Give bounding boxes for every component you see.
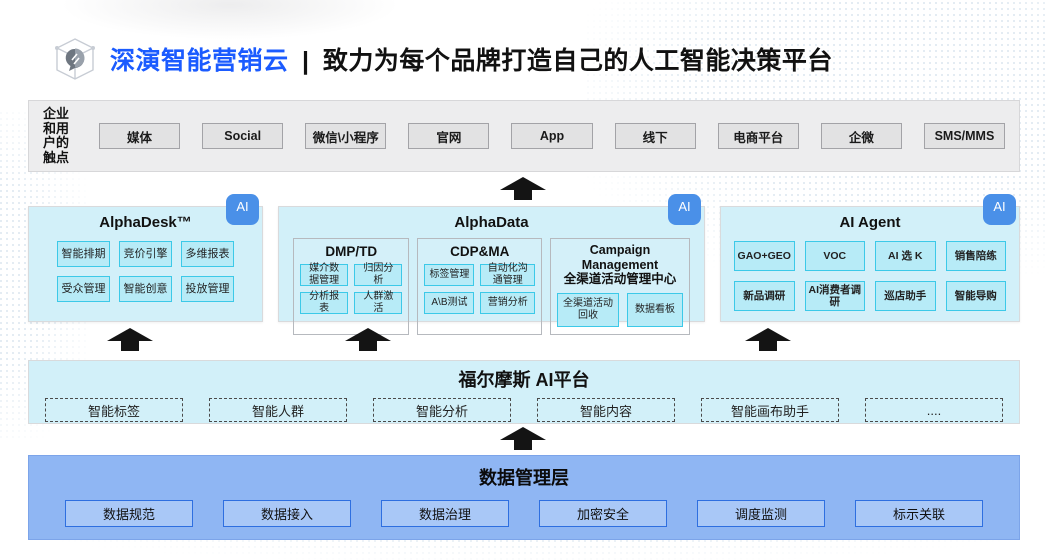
panel-title: AlphaData — [454, 214, 529, 231]
feature-box: 营销分析 — [480, 292, 535, 314]
touchpoint-box: 线下 — [614, 123, 696, 149]
title-separator: | — [301, 47, 310, 75]
up-arrow — [745, 328, 791, 351]
touchpoint-box: 企微 — [820, 123, 902, 149]
up-arrow — [500, 177, 546, 200]
touchpoint-box: 官网 — [408, 123, 490, 149]
feature-box: 智能排期 — [57, 241, 110, 267]
touchpoint-box: 电商平台 — [717, 123, 799, 149]
data-box: 数据治理 — [381, 500, 509, 527]
capability-box: 智能画布助手 — [701, 398, 839, 422]
capability-box: 智能内容 — [537, 398, 675, 422]
feature-box: 多维报表 — [181, 241, 234, 267]
feature-box: GAO+GEO — [734, 241, 795, 271]
feature-box: 标签管理 — [424, 264, 475, 286]
ai-agent-grid: GAO+GEO VOC AI 选 K 销售陪练 新品调研 AI消费者调研 巡店助… — [721, 231, 1019, 311]
feature-box: 受众管理 — [57, 276, 110, 302]
feature-box: AI消费者调研 — [804, 281, 865, 311]
touchpoints-row: 媒体 Social 微信\小程序 官网 App 线下 电商平台 企微 SMS/M… — [87, 123, 1019, 149]
panel-alphadesk: AI AlphaDesk™ 智能排期 竞价引擎 多维报表 受众管理 智能创意 投… — [28, 194, 263, 322]
feature-box: 人群激活 — [354, 291, 403, 314]
feature-box: VOC — [804, 241, 865, 271]
feature-box: 归因分析 — [354, 263, 403, 286]
page-title: 深演智能营销云 | 致力为每个品牌打造自己的人工智能决策平台 — [110, 41, 833, 77]
feature-box: AI 选 K — [875, 241, 936, 271]
ai-badge: AI — [668, 194, 701, 225]
feature-box: 投放管理 — [181, 276, 234, 302]
feature-box: 分析报表 — [300, 291, 349, 314]
feature-box: 数据看板 — [627, 292, 683, 327]
platform-panels: AI AlphaDesk™ 智能排期 竞价引擎 多维报表 受众管理 智能创意 投… — [28, 194, 1020, 335]
holmes-ai-platform-panel: 福尔摩斯 AI平台 智能标签 智能人群 智能分析 智能内容 智能画布助手 ...… — [28, 360, 1020, 424]
touchpoint-box: Social — [202, 123, 284, 149]
panel-title: AI Agent — [839, 214, 901, 231]
feature-box: 全渠道活动回收 — [557, 292, 619, 327]
subgroup-title: Campaign Management 全渠道活动管理中心 — [563, 243, 677, 286]
header: 深演智能营销云 | 致力为每个品牌打造自己的人工智能决策平台 — [52, 36, 833, 82]
up-arrow — [345, 328, 391, 351]
ai-badge: AI — [983, 194, 1016, 225]
up-arrow — [107, 328, 153, 351]
background-haze — [60, 0, 400, 40]
data-box: 标示关联 — [855, 500, 983, 527]
data-box: 调度监测 — [697, 500, 825, 527]
holmes-title: 福尔摩斯 AI平台 — [458, 370, 590, 390]
feature-box: 自动化沟通管理 — [480, 263, 535, 286]
panel-alphadata: AI AlphaData DMP/TD 媒介数据管理 归因分析 分析报表 人群激… — [278, 194, 705, 335]
touchpoints-label: 企业 和用 户的 触点 — [43, 106, 70, 165]
up-arrow — [500, 427, 546, 450]
feature-box: 销售陪练 — [945, 241, 1006, 271]
mid-arrows-row — [0, 328, 1048, 354]
touchpoint-box: 微信\小程序 — [305, 123, 387, 149]
ai-badge: AI — [226, 194, 259, 225]
subgroup-campaign-management: Campaign Management 全渠道活动管理中心 全渠道活动回收 数据… — [550, 238, 690, 335]
data-management-panel: 数据管理层 数据规范 数据接入 数据治理 加密安全 调度监测 标示关联 — [28, 455, 1020, 540]
brand-cube-logo-icon — [55, 38, 95, 80]
subgroup-title: DMP/TD — [325, 244, 378, 259]
feature-box: 媒介数据管理 — [300, 263, 349, 286]
capability-box: 智能人群 — [209, 398, 347, 422]
data-box: 数据接入 — [223, 500, 351, 527]
alphadata-groups: DMP/TD 媒介数据管理 归因分析 分析报表 人群激活 CDP&MA 标签管理… — [279, 231, 704, 335]
touchpoint-box: 媒体 — [99, 123, 181, 149]
feature-box: 竞价引擎 — [119, 241, 172, 267]
alphadesk-feature-grid: 智能排期 竞价引擎 多维报表 受众管理 智能创意 投放管理 — [29, 231, 262, 302]
data-management-title: 数据管理层 — [479, 468, 569, 488]
capability-box: .... — [865, 398, 1003, 422]
touchpoint-box: SMS/MMS — [923, 123, 1005, 149]
subgroup-cdp-ma: CDP&MA 标签管理 自动化沟通管理 A\B测试 营销分析 — [417, 238, 542, 335]
feature-box: A\B测试 — [424, 292, 475, 314]
subgroup-dmp-td: DMP/TD 媒介数据管理 归因分析 分析报表 人群激活 — [293, 238, 410, 335]
data-box: 加密安全 — [539, 500, 667, 527]
feature-box: 新品调研 — [734, 281, 795, 311]
data-box: 数据规范 — [65, 500, 193, 527]
holmes-capability-row: 智能标签 智能人群 智能分析 智能内容 智能画布助手 .... — [29, 392, 1019, 422]
brand-name: 深演智能营销云 — [110, 47, 289, 75]
subgroup-title: CDP&MA — [450, 244, 510, 259]
feature-box: 巡店助手 — [875, 281, 936, 311]
panel-ai-agent: AI AI Agent GAO+GEO VOC AI 选 K 销售陪练 新品调研… — [720, 194, 1020, 322]
capability-box: 智能标签 — [45, 398, 183, 422]
feature-box: 智能创意 — [119, 276, 172, 302]
data-management-row: 数据规范 数据接入 数据治理 加密安全 调度监测 标示关联 — [29, 490, 1019, 527]
touchpoints-bar: 企业 和用 户的 触点 媒体 Social 微信\小程序 官网 App 线下 电… — [28, 100, 1020, 172]
capability-box: 智能分析 — [373, 398, 511, 422]
feature-box: 智能导购 — [945, 281, 1006, 311]
touchpoint-box: App — [511, 123, 593, 149]
tagline: 致力为每个品牌打造自己的人工智能决策平台 — [322, 47, 833, 75]
panel-title: AlphaDesk™ — [99, 214, 192, 231]
